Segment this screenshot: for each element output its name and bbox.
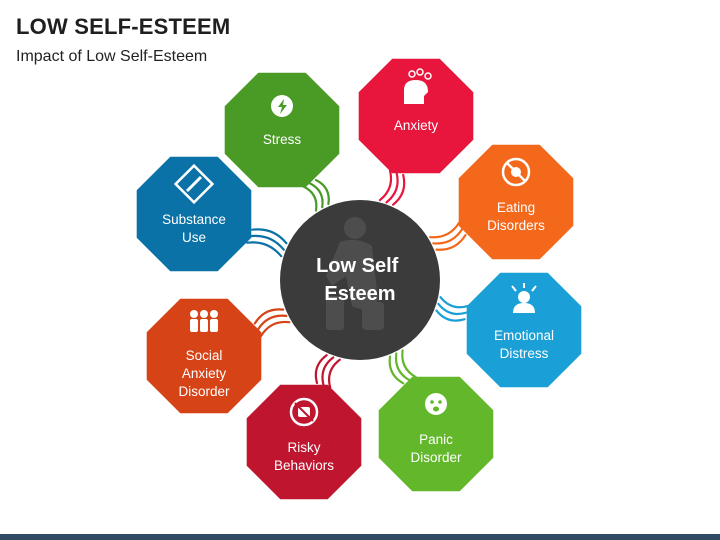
person-icon [326, 217, 384, 330]
connector-emotional-distress [435, 309, 466, 322]
label-line: Risky [288, 440, 321, 455]
connector-panic-disorder [394, 352, 411, 382]
connector-panic-disorder [388, 355, 405, 385]
page-title: LOW SELF-ESTEEM [16, 14, 231, 39]
octagon-panic-disorder [378, 376, 494, 492]
center-label: Low Self Esteem [316, 255, 404, 305]
connector-lines [246, 169, 470, 389]
footer-bar [0, 534, 720, 540]
panic-icon [425, 393, 447, 415]
label-line: Anxiety [394, 118, 439, 133]
octagon-eating-disorders [458, 144, 574, 260]
no-eating-icon [501, 157, 531, 187]
label-line: Eating [497, 200, 535, 215]
connector-panic-disorder [401, 349, 417, 379]
label-anxiety: Anxiety [394, 118, 439, 133]
label-line: Substance [162, 212, 226, 227]
label-line: Disorder [178, 384, 230, 399]
connector-emotional-distress [439, 296, 470, 309]
connector-emotional-distress [437, 302, 468, 316]
octagon-emotional-distress [466, 272, 582, 388]
label-line: Emotional [494, 328, 554, 343]
label-line: Disorder [410, 450, 462, 465]
risky-icon [289, 397, 319, 427]
octagon-anxiety [358, 58, 474, 174]
connector-risky-behaviors [314, 354, 328, 385]
distress-icon [511, 283, 537, 313]
center-node: Low Self Esteem [280, 200, 440, 360]
connector-eating-disorders [435, 234, 467, 251]
label-line: Social [186, 348, 223, 363]
group-icon [190, 310, 218, 332]
label-line: Distress [500, 346, 549, 361]
node-anxiety: Anxiety [358, 58, 474, 174]
connector-risky-behaviors [327, 358, 341, 389]
octagon-risky-behaviors [246, 384, 362, 500]
connector-risky-behaviors [321, 356, 335, 387]
label-line: Panic [419, 432, 453, 447]
anxiety-icon [404, 68, 432, 104]
page-subtitle: Impact of Low Self-Esteem [16, 48, 208, 65]
octagon-substance-use [136, 156, 252, 272]
label-line: Behaviors [274, 458, 334, 473]
connector-social-anxiety-disorder [259, 320, 291, 338]
label-line: Disorders [487, 218, 545, 233]
connector-substance-use [248, 234, 285, 251]
connector-social-anxiety-disorder [253, 308, 285, 325]
connector-stress [308, 182, 324, 209]
label-line: Anxiety [182, 366, 227, 381]
label-stress: Stress [263, 132, 302, 147]
connector-anxiety [392, 173, 406, 206]
center-label-line-2: Esteem [324, 283, 395, 305]
connector-stress [314, 178, 330, 206]
connector-anxiety [385, 171, 399, 204]
center-label-line-1: Low Self [316, 255, 399, 277]
connector-eating-disorders [432, 227, 464, 245]
connector-anxiety [378, 169, 393, 202]
octagon-stress [224, 72, 340, 188]
octagon-social-anxiety-disorder [146, 298, 262, 414]
label-line: Stress [263, 132, 302, 147]
stress-icon [271, 95, 293, 117]
connector-stress [302, 185, 318, 212]
connector-substance-use [251, 228, 288, 245]
node-stress: Stress [224, 72, 340, 188]
label-line: Use [182, 230, 206, 245]
substance-icon [173, 163, 215, 205]
connector-eating-disorders [429, 221, 461, 239]
connector-substance-use [246, 241, 283, 258]
connector-social-anxiety-disorder [256, 314, 288, 331]
